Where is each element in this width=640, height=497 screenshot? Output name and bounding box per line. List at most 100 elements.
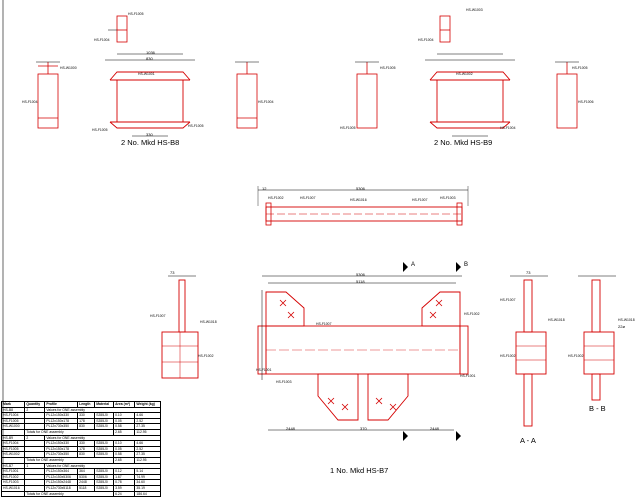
bom-cell: Quantity xyxy=(24,401,46,408)
bom-cell xyxy=(0,456,26,464)
bom-cell: 4.66 xyxy=(134,412,161,419)
bom-cell: 0.58 xyxy=(113,423,136,430)
bom-cell: HS-F1005 xyxy=(0,417,26,425)
section-marker-b-bottom xyxy=(456,431,461,441)
bom-cell: Values for ONE assembly xyxy=(44,406,161,414)
b7-side-part-label: HS-F1002 xyxy=(568,354,584,358)
bom-cell: 2 xyxy=(24,434,46,442)
bom-cell xyxy=(0,490,26,497)
b7-side-part-label: HS-F1007 xyxy=(500,298,516,302)
bom-cell: 112.95 xyxy=(134,456,161,464)
b8-part-label: HS-F1004 xyxy=(22,100,38,104)
b8-part-label: HS-F1005 xyxy=(128,12,144,16)
bom-cell: 830 xyxy=(77,423,96,430)
bom-cell: 2.65 xyxy=(113,456,136,464)
bom-cell xyxy=(24,473,46,481)
b7-bottom-right-dimension: 2448 xyxy=(430,426,439,431)
bom-cell: 0.12 xyxy=(113,468,136,475)
bom-cell xyxy=(24,412,46,419)
b7-side-part-label: HS-W1018 xyxy=(548,318,565,322)
b9-part-label: HS-W1003 xyxy=(466,8,483,12)
bom-cell: 112.95 xyxy=(134,429,161,436)
b8-right-end-view xyxy=(235,61,259,129)
bom-cell: HS-W1002 xyxy=(0,451,26,458)
section-marker-b-top xyxy=(456,262,461,272)
bom-cell: 5.14 xyxy=(134,468,161,475)
bom-cell: Mark xyxy=(0,401,26,408)
b9-left-end-view xyxy=(355,61,379,129)
b7-side-part-label: HS-F1007 xyxy=(316,322,332,326)
b7-bolt-holes xyxy=(279,299,443,411)
bom-cell: Totals for ONE assembly xyxy=(24,490,115,497)
bom-cell: 186.64 xyxy=(134,490,161,497)
drawing-sheet xyxy=(2,0,616,480)
b7-side-part-label: HS-F1001 xyxy=(256,368,272,372)
b9-part-label: HS-F1005 xyxy=(340,126,356,130)
bom-cell: 2.52 xyxy=(134,445,161,453)
b7-top-part-label: HS-F1007 xyxy=(412,198,428,202)
bom-cell: 6.24 xyxy=(113,490,136,497)
bom-cell: Values for ONE assembly xyxy=(44,462,161,470)
b7-side-part-label: HS-W1018 xyxy=(618,318,635,322)
b7-top-part-label: HS-F1003 xyxy=(440,196,456,200)
bom-cell: 27.35 xyxy=(134,451,161,458)
bom-cell: HS-W1000 xyxy=(0,423,26,430)
b8-part-label: HS-W1000 xyxy=(60,66,77,70)
b9-part-label: HS-F1006 xyxy=(578,100,594,104)
b7-side-part-label: HS-F1002 xyxy=(198,354,214,358)
bom-cell: HS-F1004 xyxy=(0,412,26,419)
bom-cell xyxy=(0,429,26,436)
bom-cell: HS-F1005 xyxy=(0,445,26,453)
b8-assembly xyxy=(36,15,259,137)
b7-top-part-label: HS-W1016 xyxy=(350,198,367,202)
b8-inner-width-dimension: 830 xyxy=(146,56,153,61)
bom-cell: HS-F1001 xyxy=(0,468,26,475)
b8-part-label: HS-W1001 xyxy=(138,72,155,76)
b9-part-label: HS-F1004 xyxy=(500,126,516,130)
bom-cell xyxy=(24,468,46,475)
bom-cell: HS-B9 xyxy=(0,434,26,442)
b7-end-view xyxy=(161,275,199,379)
b8-elevation xyxy=(105,53,195,137)
bom-cell: 2 xyxy=(24,406,46,414)
b9-part-label: HS-F1004 xyxy=(418,38,434,42)
section-bb-view xyxy=(578,275,616,401)
bom-cell xyxy=(24,451,46,458)
b7-bottom-mid-dimension: 370 xyxy=(360,426,367,431)
b9-part-label: HS-F1005 xyxy=(380,66,396,70)
bom-cell: 0.10 xyxy=(113,412,136,419)
bom-cell xyxy=(24,445,46,453)
bom-cell: Values for ONE assembly xyxy=(44,434,161,442)
b9-right-end-view xyxy=(555,61,579,129)
b7-top-part-label: HS-F1007 xyxy=(300,196,316,200)
bom-cell: 2.65 xyxy=(113,429,136,436)
b7-side-part-label: HS-W1018 xyxy=(200,320,217,324)
section-aa-view xyxy=(510,275,548,427)
bom-cell: 0.10 xyxy=(113,440,136,447)
b9-top-detail xyxy=(439,15,451,43)
b8-part-label: HS-F1005 xyxy=(188,124,204,128)
bom-cell: 2.52 xyxy=(134,417,161,425)
b7-caption: 1 No. Mkd HS-B7 xyxy=(330,466,389,475)
bom-cell: Weight (kg) xyxy=(134,401,161,408)
bom-cell: 74.99 xyxy=(134,473,161,481)
b8-top-width-dimension: 1036 xyxy=(146,50,155,55)
bom-cell: 330 xyxy=(77,412,96,419)
b8-top-detail xyxy=(108,15,128,43)
b9-caption: 2 No. Mkd HS-B9 xyxy=(434,138,493,147)
bom-cell: 4.66 xyxy=(134,440,161,447)
b8-bottom-width-dimension: 330 xyxy=(146,132,153,137)
bom-cell: 178 xyxy=(77,417,96,425)
